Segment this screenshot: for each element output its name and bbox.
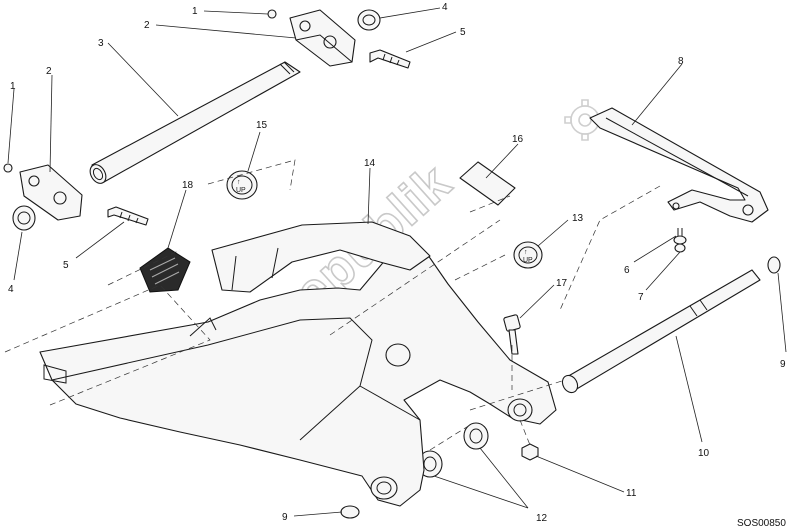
callout-11: 11 — [626, 488, 637, 499]
callout-5-left: 5 — [63, 260, 69, 271]
callout-15: 15 — [256, 120, 268, 131]
callout-16: 16 — [512, 134, 524, 145]
washer-left — [12, 205, 36, 231]
callout-2-top: 2 — [144, 20, 150, 31]
cap-part-15: ↑ UP — [226, 170, 258, 200]
bolt-left — [107, 206, 149, 226]
snap-ring-part-9-right — [767, 256, 781, 274]
snap-ring-top — [267, 9, 277, 19]
callout-4-top: 4 — [442, 2, 448, 13]
callout-17: 17 — [556, 278, 568, 289]
callout-7: 7 — [638, 292, 644, 303]
callout-2-left: 2 — [46, 66, 52, 77]
assembly-guide-lines — [4, 159, 661, 451]
callout-18: 18 — [182, 180, 194, 191]
callout-14: 14 — [364, 158, 376, 169]
nut-part-11 — [521, 443, 539, 461]
washer-part-7 — [674, 243, 686, 253]
tube-part-3 — [89, 61, 301, 184]
bolt-part-17 — [503, 314, 521, 355]
svg-text:↑: ↑ — [524, 249, 528, 256]
grille-part-18 — [139, 247, 191, 293]
callout-10: 10 — [698, 448, 710, 459]
callout-8: 8 — [678, 56, 684, 67]
svg-text:↑: ↑ — [237, 179, 241, 186]
callout-1-left: 1 — [10, 81, 16, 92]
cap-part-13: ↑ UP — [513, 241, 543, 269]
svg-text:UP: UP — [236, 187, 246, 194]
axle-part-10 — [561, 269, 761, 394]
callout-12: 12 — [536, 513, 548, 524]
bushing-part-12-a — [463, 422, 489, 450]
bolt-top — [369, 49, 411, 69]
plate-part-16 — [459, 161, 516, 206]
snap-ring-left — [3, 163, 13, 173]
callout-5-top: 5 — [460, 27, 466, 38]
callout-4-left: 4 — [8, 284, 14, 295]
chain-adjuster-left — [3, 163, 149, 231]
callout-9-bottom: 9 — [282, 512, 288, 523]
callout-6: 6 — [624, 265, 630, 276]
chain-guard-part-8 — [589, 107, 769, 223]
svg-text:UP: UP — [523, 257, 533, 264]
callout-9-right: 9 — [780, 359, 786, 370]
callout-1-top: 1 — [192, 6, 198, 17]
swingarm-part-14 — [39, 221, 557, 507]
snap-ring-part-9-bottom — [340, 505, 360, 519]
diagram-code: SOS00850 — [737, 518, 786, 529]
washer-top — [357, 9, 381, 31]
chain-adjuster-top — [267, 9, 411, 69]
callout-3: 3 — [98, 38, 104, 49]
callout-13: 13 — [572, 213, 584, 224]
callout-labels: 1 2 3 4 5 1 2 4 5 15 18 14 16 13 17 8 6 … — [8, 2, 786, 524]
leader-lines — [7, 7, 787, 517]
